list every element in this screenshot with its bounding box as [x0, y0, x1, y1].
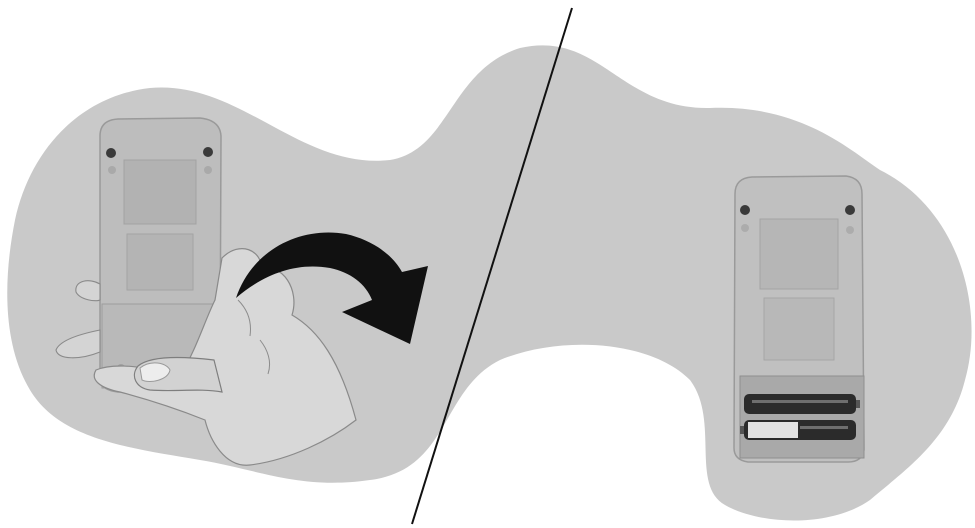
screw-hole [108, 166, 116, 174]
remote-open [734, 176, 864, 462]
led-indicator [845, 205, 855, 215]
screw-hole [741, 224, 749, 232]
led-indicator [740, 205, 750, 215]
label-panel [760, 219, 838, 289]
screw-hole [846, 226, 854, 234]
label-panel [124, 160, 196, 224]
led-indicator [203, 147, 213, 157]
battery [744, 394, 860, 414]
screw-hole [204, 166, 212, 174]
led-indicator [106, 148, 116, 158]
label-panel [127, 234, 193, 290]
label-panel [764, 298, 834, 360]
battery-compartment [740, 376, 864, 458]
battery [740, 420, 856, 440]
